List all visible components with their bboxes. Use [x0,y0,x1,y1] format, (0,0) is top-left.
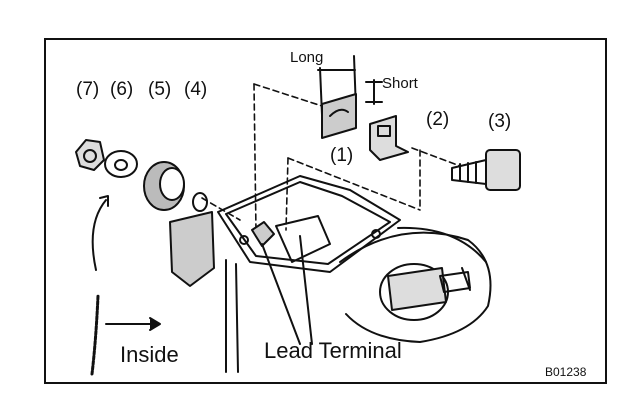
part-label-1: (1) [330,145,354,166]
inside-arrow [105,317,161,331]
part-5-grommet [143,161,185,211]
short-label: Short [382,75,418,92]
wire [90,294,100,376]
curved-arrow [91,195,109,271]
diagram-frame [44,38,607,384]
part-7-nut [75,139,105,171]
long-label: Long [290,49,324,66]
part-1-plate [321,93,357,139]
part-label-2: (2) [426,109,450,130]
short-dimension-lines [365,79,383,105]
part-6-washer [104,150,138,178]
part-label-7: (7) [76,79,100,100]
figure-code: B01238 [545,365,587,379]
part-label-5: (5) [148,79,172,100]
assembly-guide-lines [201,83,461,233]
housing [169,175,401,373]
part-2-bracket [369,115,409,161]
part-label-6: (6) [110,79,134,100]
lead-terminal-leader-lines [261,235,313,345]
part-label-4: (4) [184,79,208,100]
inside-label: Inside [120,342,179,367]
part-4-o-ring [192,192,208,212]
part-label-3: (3) [488,111,512,132]
motor-housing [339,226,492,343]
part-3-bolt [451,149,521,191]
lead-terminal-label: Lead Terminal [264,338,402,363]
